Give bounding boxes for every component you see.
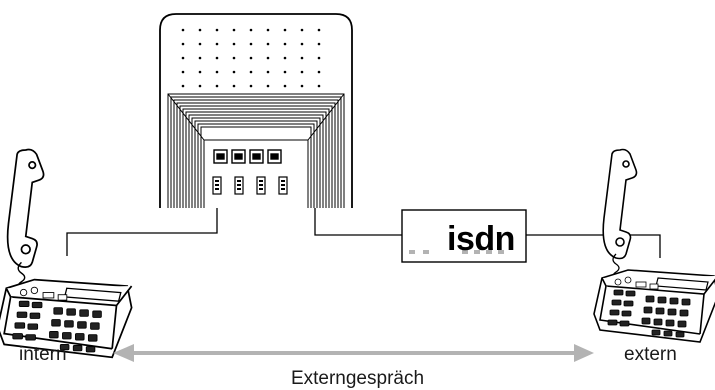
isdn-label: isdn <box>447 220 515 258</box>
vent-dots <box>181 28 321 88</box>
telephone-system-icon <box>159 13 353 208</box>
port-bay <box>167 93 345 208</box>
external-phone <box>593 148 715 343</box>
isdn-to-extern-wire <box>526 234 661 258</box>
isdn-network-box <box>401 209 527 263</box>
internal-phone-wire <box>66 190 218 256</box>
internal-phone <box>0 148 133 359</box>
analog-jacks <box>212 176 288 195</box>
connection-lines <box>66 190 661 258</box>
pbx-to-isdn-wire <box>314 205 402 236</box>
rj-sockets <box>213 149 282 164</box>
double-arrow-icon <box>113 344 594 362</box>
call-type-caption: Externgespräch <box>290 368 425 389</box>
external-label: extern <box>624 344 677 365</box>
isdn-dots <box>409 250 504 254</box>
internal-label: intern <box>19 344 67 365</box>
